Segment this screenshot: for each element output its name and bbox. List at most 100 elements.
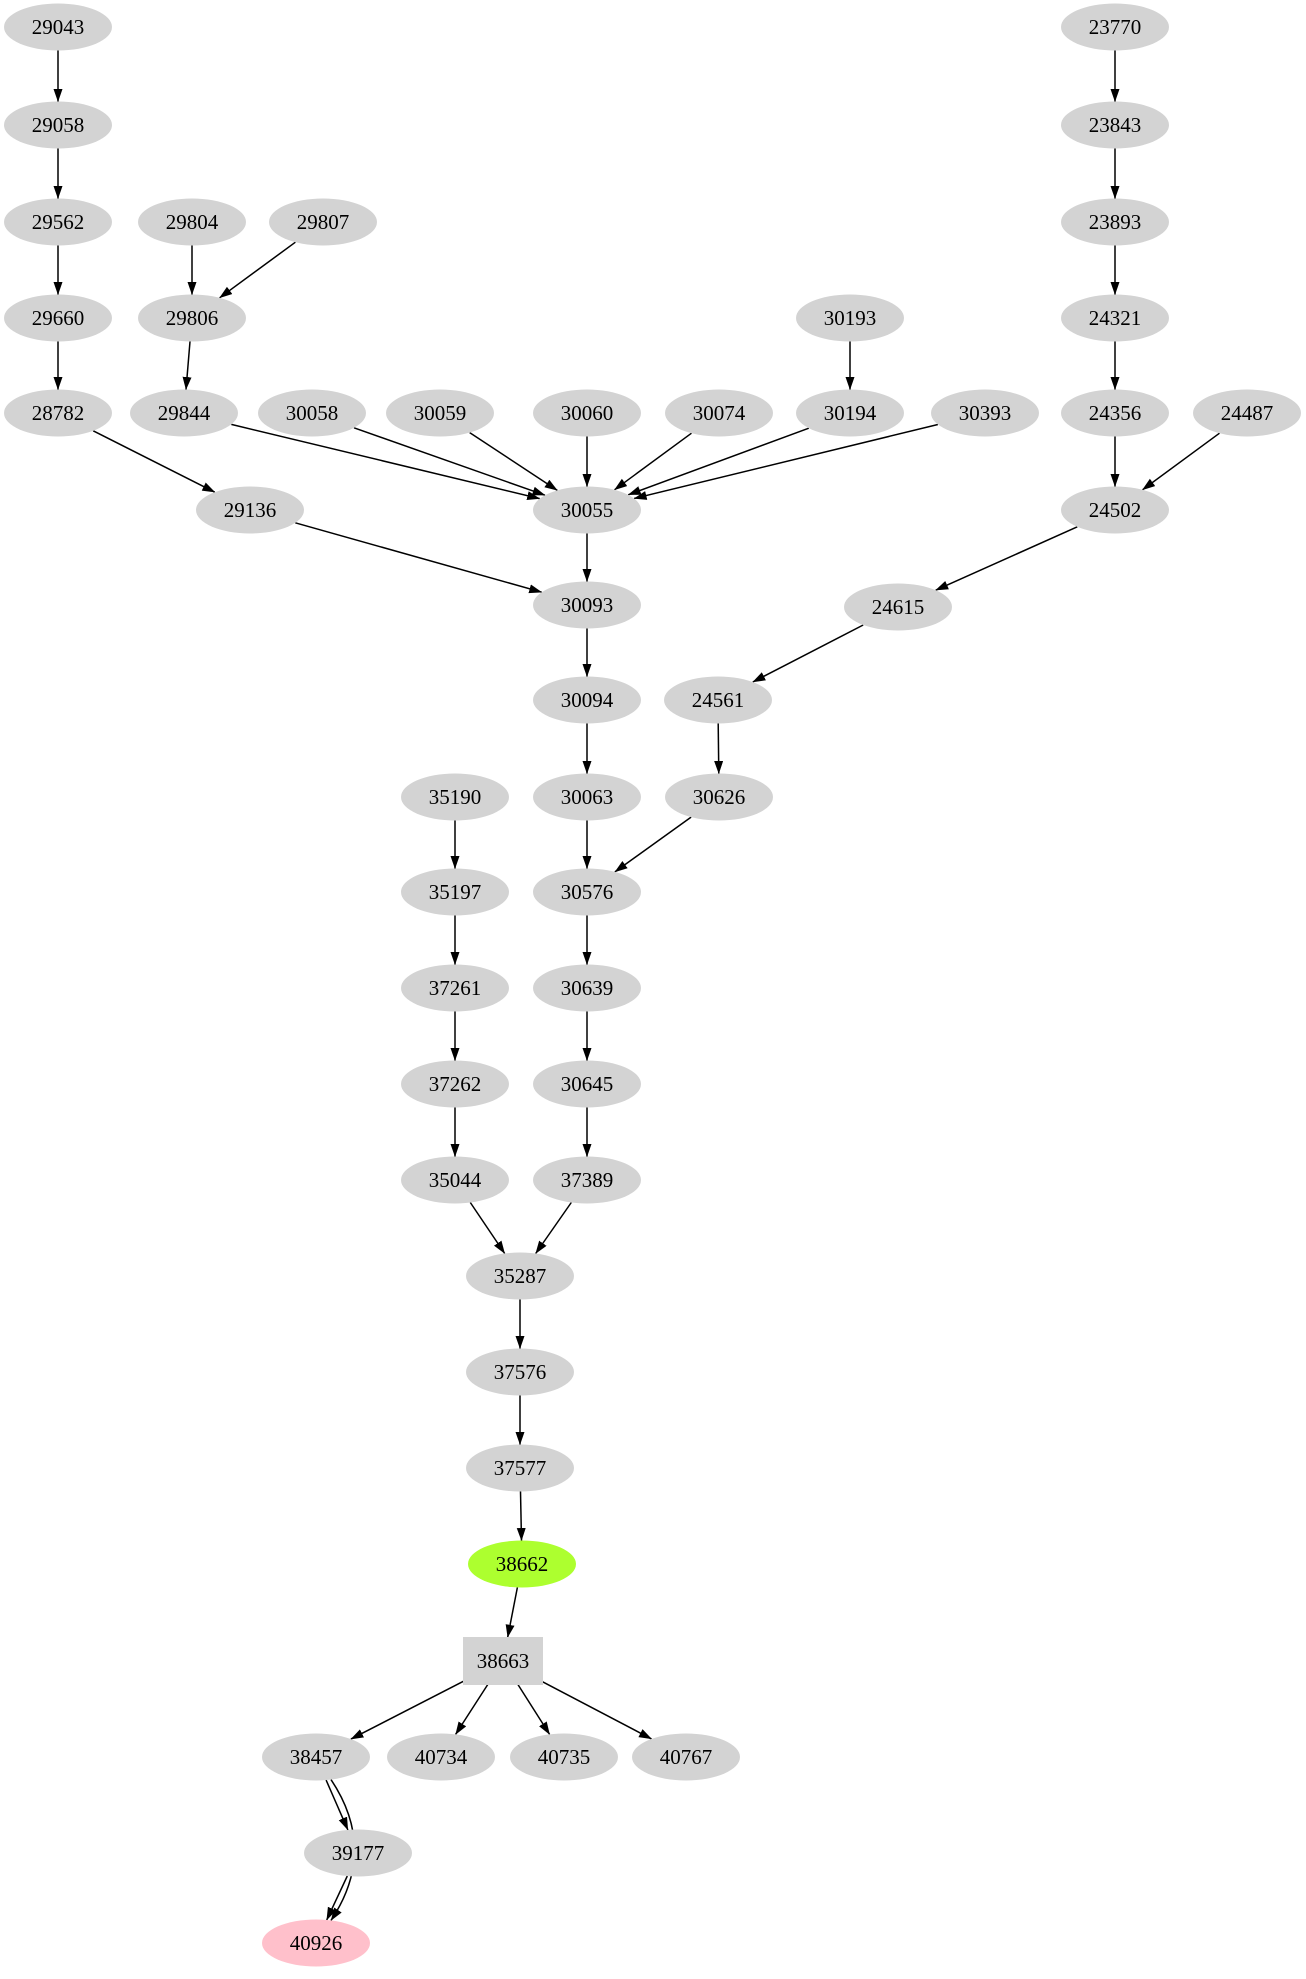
node-23770[interactable]: 23770 xyxy=(1061,3,1169,51)
node-38457[interactable]: 38457 xyxy=(262,1733,370,1781)
node-29807[interactable]: 29807 xyxy=(269,198,377,246)
edge-38663-40734 xyxy=(454,1682,490,1735)
node-label: 30626 xyxy=(693,785,746,809)
node-24321[interactable]: 24321 xyxy=(1061,294,1169,342)
node-ellipse-shape xyxy=(304,1829,412,1877)
edge-38663-40735 xyxy=(516,1682,551,1735)
node-38662[interactable]: 38662 xyxy=(468,1540,576,1588)
edge-24502-24615 xyxy=(935,526,1078,591)
node-label: 24356 xyxy=(1089,401,1142,425)
node-label: 30393 xyxy=(959,401,1012,425)
node-40734[interactable]: 40734 xyxy=(387,1733,495,1781)
node-ellipse-shape xyxy=(1061,3,1169,51)
node-24615[interactable]: 24615 xyxy=(844,583,952,631)
node-label: 28782 xyxy=(32,401,85,425)
node-label: 29058 xyxy=(32,113,85,137)
node-37576[interactable]: 37576 xyxy=(466,1348,574,1396)
node-30639[interactable]: 30639 xyxy=(533,964,641,1012)
node-30059[interactable]: 30059 xyxy=(386,389,494,437)
node-ellipse-shape xyxy=(262,1733,370,1781)
edge-39177-40926 xyxy=(326,1875,348,1921)
node-29660[interactable]: 29660 xyxy=(4,294,112,342)
node-label: 24561 xyxy=(692,688,745,712)
node-label: 30093 xyxy=(561,593,614,617)
node-label: 35287 xyxy=(494,1264,547,1288)
node-ellipse-shape xyxy=(401,773,509,821)
node-30060[interactable]: 30060 xyxy=(533,389,641,437)
node-30093[interactable]: 30093 xyxy=(533,581,641,629)
edges-layer xyxy=(53,50,1220,1921)
node-40926[interactable]: 40926 xyxy=(262,1919,370,1967)
node-ellipse-shape xyxy=(269,198,377,246)
node-30393[interactable]: 30393 xyxy=(931,389,1039,437)
node-37262[interactable]: 37262 xyxy=(401,1060,509,1108)
node-29806[interactable]: 29806 xyxy=(138,294,246,342)
node-29136[interactable]: 29136 xyxy=(196,486,304,534)
node-label: 38663 xyxy=(477,1649,530,1673)
node-ellipse-shape xyxy=(4,389,112,437)
node-23843[interactable]: 23843 xyxy=(1061,101,1169,149)
node-28782[interactable]: 28782 xyxy=(4,389,112,437)
edge-30074-30055 xyxy=(614,432,692,491)
node-label: 37389 xyxy=(561,1168,614,1192)
node-35287[interactable]: 35287 xyxy=(466,1252,574,1300)
node-29804[interactable]: 29804 xyxy=(138,198,246,246)
edge-38457-39177 xyxy=(325,1779,349,1831)
node-24356[interactable]: 24356 xyxy=(1061,389,1169,437)
node-ellipse-shape xyxy=(632,1733,740,1781)
node-24487[interactable]: 24487 xyxy=(1193,389,1301,437)
node-29043[interactable]: 29043 xyxy=(4,3,112,51)
edge-30393-30055 xyxy=(633,423,939,500)
node-30058[interactable]: 30058 xyxy=(258,389,366,437)
node-ellipse-shape xyxy=(844,583,952,631)
node-38663[interactable]: 38663 xyxy=(463,1637,543,1685)
node-label: 29807 xyxy=(297,210,350,234)
node-24502[interactable]: 24502 xyxy=(1061,486,1169,534)
node-30576[interactable]: 30576 xyxy=(533,868,641,916)
node-label: 40734 xyxy=(415,1745,468,1769)
node-29058[interactable]: 29058 xyxy=(4,101,112,149)
node-label: 29806 xyxy=(166,306,219,330)
node-ellipse-shape xyxy=(1061,198,1169,246)
edge-30059-30055 xyxy=(469,431,558,492)
node-35190[interactable]: 35190 xyxy=(401,773,509,821)
node-30063[interactable]: 30063 xyxy=(533,773,641,821)
node-39177[interactable]: 39177 xyxy=(304,1829,412,1877)
node-23893[interactable]: 23893 xyxy=(1061,198,1169,246)
edge-28782-29136 xyxy=(92,430,216,493)
node-ellipse-shape xyxy=(533,964,641,1012)
node-30055[interactable]: 30055 xyxy=(533,486,641,534)
node-30626[interactable]: 30626 xyxy=(665,773,773,821)
node-ellipse-shape xyxy=(533,486,641,534)
node-37577[interactable]: 37577 xyxy=(466,1444,574,1492)
node-ellipse-shape xyxy=(1061,294,1169,342)
node-label: 30193 xyxy=(824,306,877,330)
edge-30626-30576 xyxy=(614,816,692,873)
node-29844[interactable]: 29844 xyxy=(130,389,238,437)
node-label: 29844 xyxy=(158,401,211,425)
node-label: 29562 xyxy=(32,210,85,234)
node-30094[interactable]: 30094 xyxy=(533,676,641,724)
node-label: 30645 xyxy=(561,1072,614,1096)
node-40767[interactable]: 40767 xyxy=(632,1733,740,1781)
node-ellipse-shape xyxy=(1061,389,1169,437)
node-30645[interactable]: 30645 xyxy=(533,1060,641,1108)
node-30074[interactable]: 30074 xyxy=(665,389,773,437)
node-37261[interactable]: 37261 xyxy=(401,964,509,1012)
node-ellipse-shape xyxy=(386,389,494,437)
node-ellipse-shape xyxy=(796,294,904,342)
nodes-layer: 29043 29058 29562 29660 28782 29804 29807 29806… xyxy=(4,3,1301,1967)
node-37389[interactable]: 37389 xyxy=(533,1156,641,1204)
node-label: 30576 xyxy=(561,880,614,904)
node-35197[interactable]: 35197 xyxy=(401,868,509,916)
node-24561[interactable]: 24561 xyxy=(664,676,772,724)
node-29562[interactable]: 29562 xyxy=(4,198,112,246)
edge-38663-38457 xyxy=(350,1675,473,1740)
node-label: 37576 xyxy=(494,1360,547,1384)
edge-37389-35287 xyxy=(535,1202,572,1254)
node-35044[interactable]: 35044 xyxy=(401,1156,509,1204)
node-40735[interactable]: 40735 xyxy=(510,1733,618,1781)
node-30194[interactable]: 30194 xyxy=(796,389,904,437)
node-30193[interactable]: 30193 xyxy=(796,294,904,342)
